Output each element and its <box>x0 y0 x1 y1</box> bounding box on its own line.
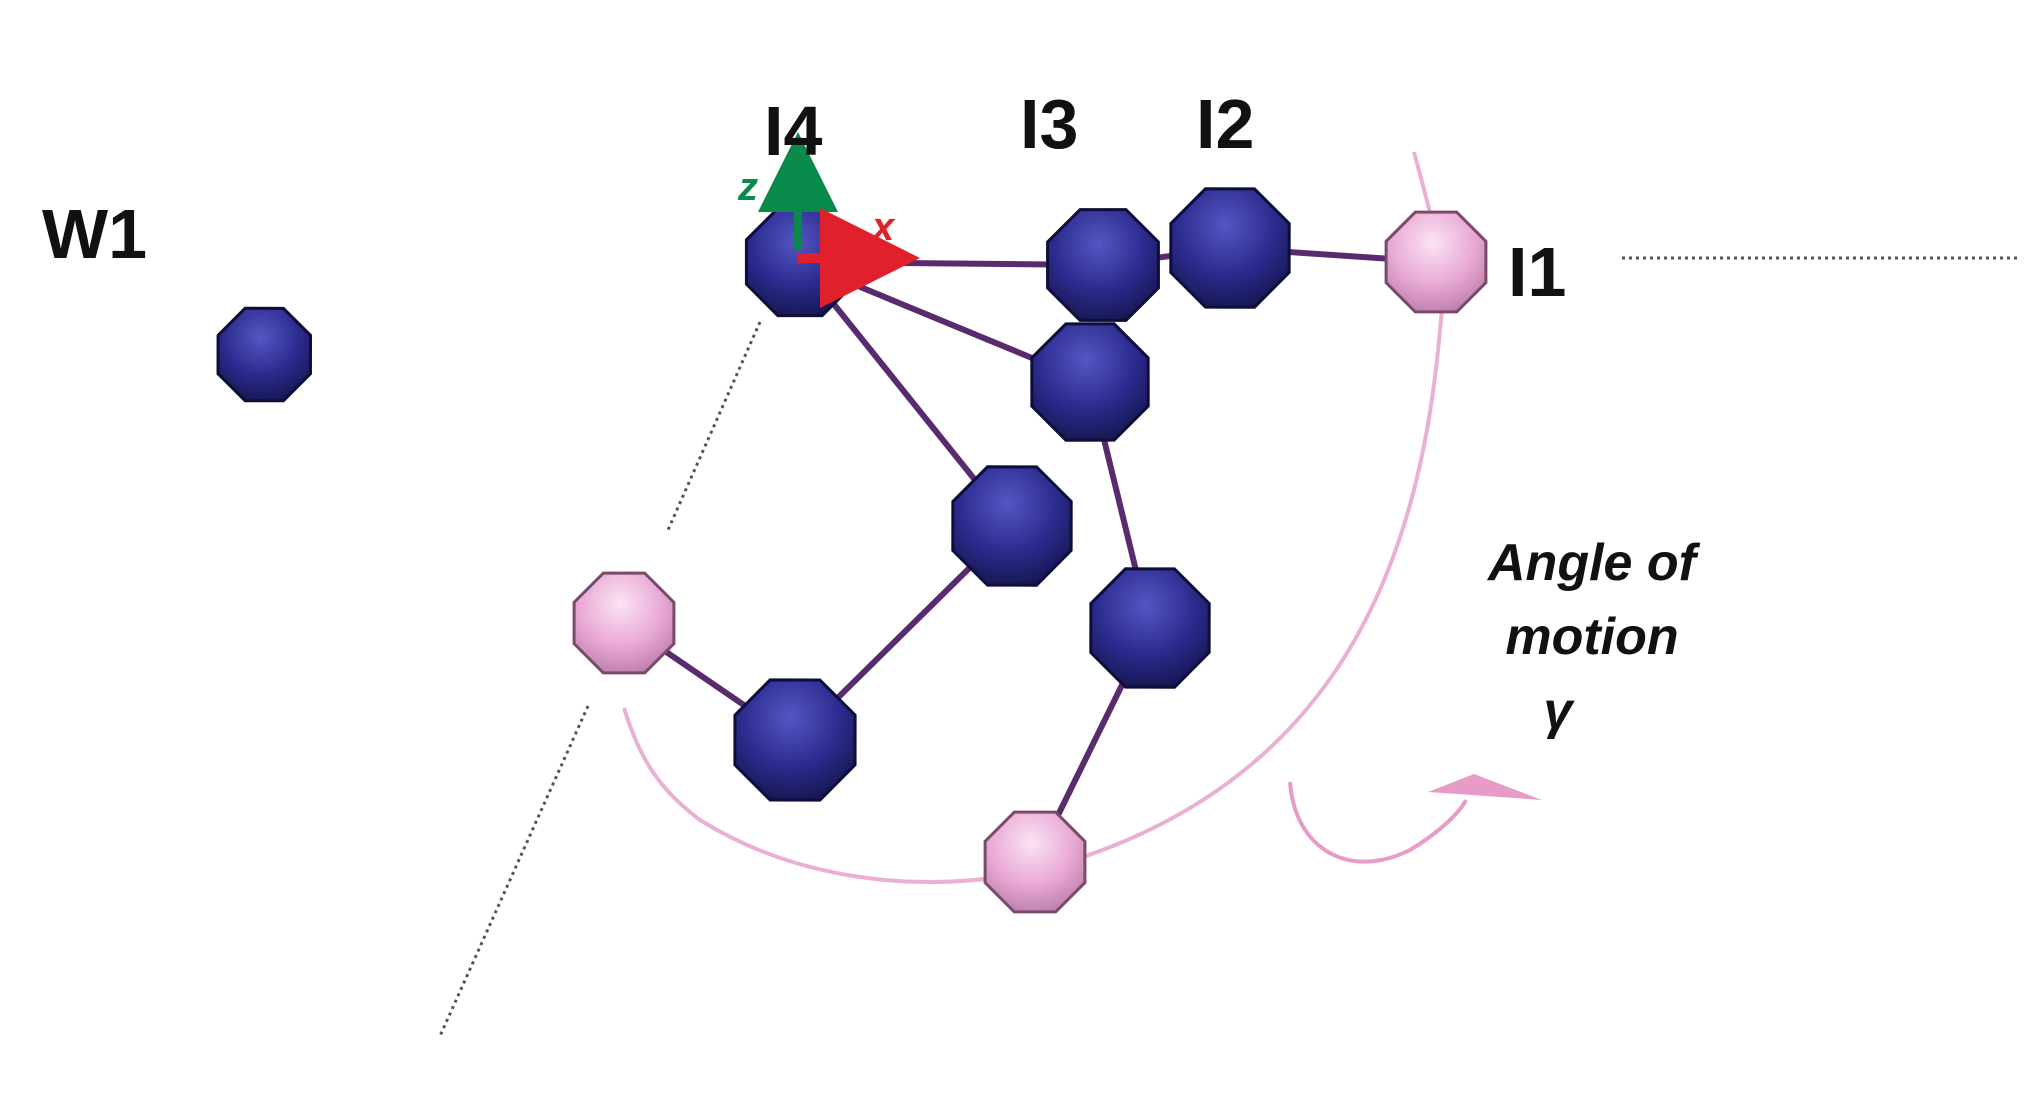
x-axis-label: x <box>870 205 896 249</box>
motion-arc-main <box>622 329 1442 884</box>
atom-ring-right <box>1089 567 1211 689</box>
dotted-line-lower-diagonal <box>438 705 590 1037</box>
atoms <box>216 187 1488 914</box>
label-i2: I2 <box>1196 85 1254 163</box>
label-w1: W1 <box>42 195 147 273</box>
atom-i2 <box>1169 187 1291 309</box>
node-labels: W1 I4 I3 I2 I1 <box>42 85 1566 311</box>
atom-i1 <box>1384 210 1488 314</box>
angle-label-line1: Angle of <box>1486 534 1701 592</box>
atom-ring-lower-left <box>733 678 857 802</box>
label-i4: I4 <box>764 92 822 170</box>
local-axes: z x <box>737 132 920 308</box>
atom-w1 <box>216 306 313 403</box>
motion-arc-curl <box>1288 781 1468 864</box>
angle-label-line2: motion <box>1505 608 1678 666</box>
motion-arrowhead <box>1428 774 1542 800</box>
atom-pink-left <box>572 571 676 675</box>
label-i3: I3 <box>1020 85 1078 163</box>
dotted-line-upper-diagonal <box>666 321 762 531</box>
label-i1: I1 <box>1508 233 1566 311</box>
atom-i3 <box>1046 208 1160 322</box>
atom-ring-center <box>951 465 1073 587</box>
angle-of-motion-label: Angle of motion γ <box>1486 534 1701 740</box>
z-axis-label: z <box>737 165 758 209</box>
atom-pink-bottom <box>983 810 1087 914</box>
angle-label-gamma: γ <box>1544 682 1576 740</box>
dotted-reference-lines <box>438 256 2020 1037</box>
atom-ring-upper-right <box>1030 322 1150 442</box>
